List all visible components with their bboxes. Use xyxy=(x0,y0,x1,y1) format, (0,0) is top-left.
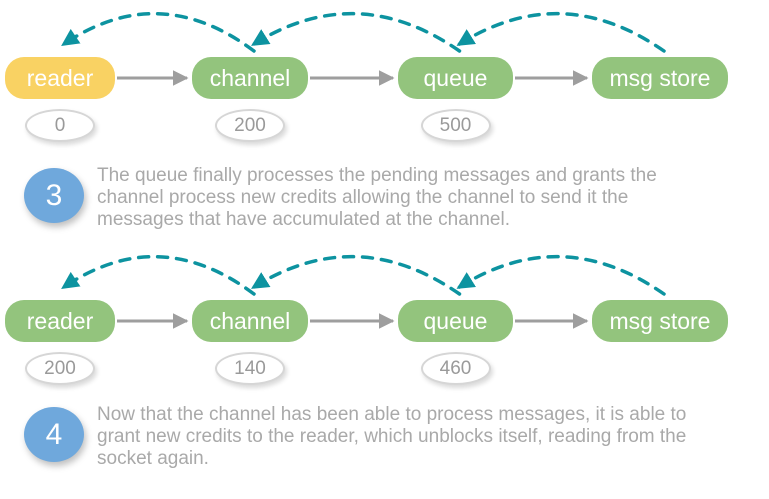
step-number-badge: 4 xyxy=(24,407,84,462)
node-queue: queue xyxy=(398,300,513,342)
diagram-wires xyxy=(61,254,666,329)
diagram-wires xyxy=(61,11,666,86)
diagram-state-4: reader 200 channel 140 queue 460 msg store xyxy=(0,245,769,395)
credit-oval-queue: 500 xyxy=(420,109,491,142)
credit-arc-queue-to-channel xyxy=(251,255,462,296)
credit-oval-reader: 200 xyxy=(25,352,95,385)
node-msg-store: msg store xyxy=(592,57,728,99)
credit-arc-queue-to-channel xyxy=(251,12,462,53)
step-description: Now that the channel has been able to pr… xyxy=(97,404,687,469)
credit-arc-msg-store-to-queue xyxy=(456,255,666,296)
credit-arc-msg-store-to-queue xyxy=(456,12,666,53)
credit-arc-channel-to-reader xyxy=(61,254,256,296)
step-3: 3 The queue finally processes the pendin… xyxy=(24,165,769,231)
credit-oval-reader: 0 xyxy=(25,109,95,142)
step-4: 4 Now that the channel has been able to … xyxy=(24,404,769,470)
credit-arc-channel-to-reader xyxy=(61,11,256,53)
step-description: The queue finally processes the pending … xyxy=(97,165,657,230)
node-reader: reader xyxy=(5,300,115,342)
credit-oval-queue: 460 xyxy=(420,352,491,385)
node-channel: channel xyxy=(192,300,308,342)
node-channel: channel xyxy=(192,57,308,99)
credit-oval-channel: 140 xyxy=(215,352,285,385)
node-queue: queue xyxy=(398,57,513,99)
step-number-badge: 3 xyxy=(24,168,84,223)
diagram-state-3: reader 0 channel 200 queue 500 msg store xyxy=(0,2,769,152)
node-reader: reader xyxy=(5,57,115,99)
credit-oval-channel: 200 xyxy=(215,109,285,142)
node-msg-store: msg store xyxy=(592,300,728,342)
